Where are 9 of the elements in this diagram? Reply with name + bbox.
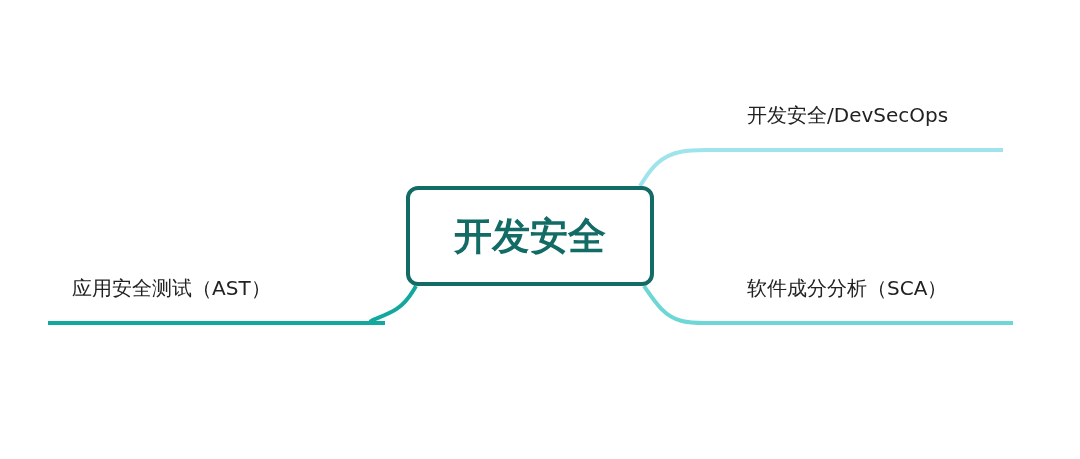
central-topic-box bbox=[406, 186, 654, 286]
topic-label: 应用安全测试（AST） bbox=[72, 275, 271, 302]
branch-topic bbox=[710, 102, 1003, 152]
topic-label: 开发安全 bbox=[454, 212, 606, 260]
topic-label: 开发安全/DevSecOps bbox=[747, 102, 949, 129]
branch-connector bbox=[638, 148, 710, 188]
branch-topic bbox=[710, 275, 1013, 325]
branch-connector bbox=[642, 284, 710, 325]
topic-label: 软件成分分析（SCA） bbox=[747, 275, 948, 302]
